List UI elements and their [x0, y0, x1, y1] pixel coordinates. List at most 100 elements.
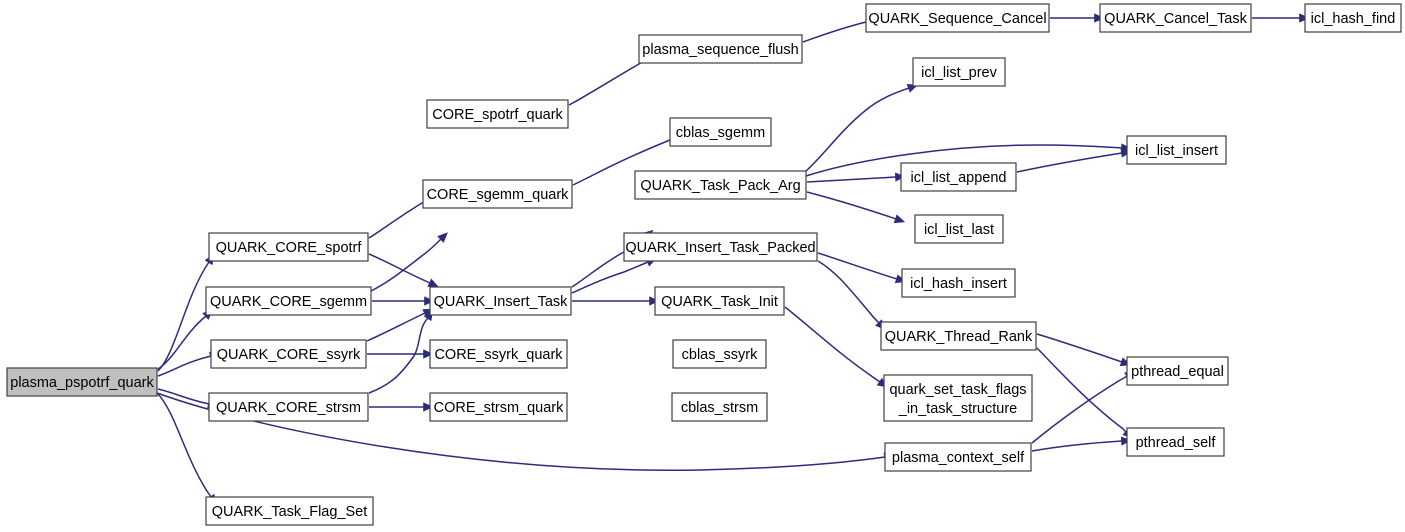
node-box[interactable]	[900, 162, 1017, 192]
node-box[interactable]	[208, 232, 369, 262]
graph-node[interactable]: icl_list_last	[914, 214, 1004, 244]
node-label: icl_list_last	[924, 222, 994, 238]
graph-node[interactable]: QUARK_Insert_Task	[429, 286, 572, 316]
graph-node[interactable]: CORE_spotrf_quark	[426, 99, 569, 129]
node-box[interactable]	[623, 232, 818, 262]
graph-node[interactable]: pthread_self	[1126, 427, 1225, 457]
graph-node[interactable]: QUARK_CORE_sgemm	[205, 286, 372, 316]
node-label: icl_list_append	[911, 170, 1007, 186]
call-edge	[369, 402, 434, 412]
graph-node[interactable]: QUARK_CORE_spotrf	[208, 232, 369, 262]
call-edge	[806, 191, 906, 224]
node-label: pthread_equal	[1131, 364, 1224, 380]
graph-node[interactable]: QUARK_Sequence_Cancel	[865, 3, 1050, 33]
node-box[interactable]	[1304, 3, 1402, 33]
node-box[interactable]	[865, 3, 1050, 33]
node-label: CORE_ssyrk_quark	[434, 347, 563, 363]
graph-node[interactable]: QUARK_CORE_ssyrk	[210, 339, 367, 369]
call-edge	[1016, 148, 1132, 173]
node-label: QUARK_Insert_Task_Packed	[625, 240, 815, 256]
call-edge	[806, 172, 906, 183]
node-label: quark_set_task_flags_in_task_structure	[889, 382, 1026, 417]
node-box[interactable]	[1126, 427, 1225, 457]
graph-node[interactable]: icl_list_prev	[912, 57, 1006, 87]
node-box[interactable]	[884, 442, 1032, 472]
graph-node[interactable]: quark_set_task_flags_in_task_structure	[883, 374, 1033, 422]
node-box[interactable]	[901, 268, 1016, 298]
node-box[interactable]	[672, 339, 767, 369]
node-box[interactable]	[429, 286, 572, 316]
call-edge	[1036, 333, 1132, 367]
graph-node[interactable]: plasma_pspotrf_quark	[6, 367, 158, 397]
node-label: icl_list_insert	[1135, 143, 1218, 159]
node-box[interactable]	[880, 321, 1037, 351]
node-box[interactable]	[6, 367, 158, 397]
graph-node[interactable]: icl_hash_insert	[901, 268, 1016, 298]
node-label: QUARK_Sequence_Cancel	[868, 11, 1046, 27]
graph-node[interactable]: plasma_context_self	[884, 442, 1032, 472]
graph-node[interactable]: QUARK_Insert_Task_Packed	[623, 232, 818, 262]
node-box[interactable]	[210, 339, 367, 369]
graph-node[interactable]: QUARK_CORE_strsm	[208, 392, 369, 422]
node-box[interactable]	[654, 286, 785, 316]
node-box[interactable]	[205, 286, 372, 316]
node-box[interactable]	[1126, 356, 1229, 386]
node-label: icl_hash_find	[1311, 11, 1396, 27]
node-box[interactable]	[912, 57, 1006, 87]
node-box[interactable]	[638, 34, 803, 64]
node-label: icl_hash_insert	[910, 276, 1007, 292]
node-box[interactable]	[634, 170, 807, 200]
node-label: plasma_context_self	[892, 450, 1025, 466]
graph-node[interactable]: CORE_ssyrk_quark	[429, 339, 568, 369]
graph-node[interactable]: QUARK_Task_Init	[654, 286, 785, 316]
node-label: cblas_ssyrk	[682, 347, 758, 363]
graph-node[interactable]: pthread_equal	[1126, 356, 1229, 386]
graph-node[interactable]: CORE_strsm_quark	[429, 392, 568, 422]
node-box[interactable]	[914, 214, 1004, 244]
node-box[interactable]	[429, 339, 568, 369]
node-label: QUARK_Thread_Rank	[885, 329, 1033, 345]
call-edge	[571, 258, 657, 294]
arrowhead-icon	[437, 232, 448, 243]
node-box[interactable]	[883, 374, 1033, 422]
graph-node[interactable]: QUARK_Task_Flag_Set	[205, 496, 374, 526]
graph-node[interactable]: QUARK_Thread_Rank	[880, 321, 1037, 351]
node-label: cblas_strsm	[681, 400, 758, 416]
graph-node[interactable]: cblas_sgemm	[669, 117, 772, 147]
graph-node[interactable]: QUARK_Task_Pack_Arg	[634, 170, 807, 200]
node-box[interactable]	[422, 179, 573, 209]
graph-node[interactable]: icl_list_append	[900, 162, 1017, 192]
node-box[interactable]	[671, 392, 768, 422]
arrowhead-icon	[423, 349, 434, 359]
node-label: QUARK_CORE_ssyrk	[217, 347, 361, 363]
graph-node[interactable]: cblas_strsm	[671, 392, 768, 422]
node-label: QUARK_CORE_strsm	[216, 400, 361, 416]
node-label: QUARK_Insert_Task	[434, 294, 569, 310]
node-box[interactable]	[205, 496, 374, 526]
node-box[interactable]	[1126, 135, 1227, 165]
node-label: CORE_strsm_quark	[434, 400, 564, 416]
arrowhead-icon	[423, 402, 434, 412]
call-edge	[368, 253, 439, 287]
node-label: CORE_sgemm_quark	[427, 187, 570, 203]
graph-node[interactable]: cblas_ssyrk	[672, 339, 767, 369]
graph-node[interactable]: QUARK_Cancel_Task	[1099, 3, 1252, 33]
node-label: QUARK_CORE_spotrf	[216, 240, 363, 256]
node-box[interactable]	[426, 99, 569, 129]
node-box[interactable]	[669, 117, 772, 147]
call-edge	[817, 252, 907, 284]
call-edge	[1252, 13, 1310, 23]
node-label: QUARK_Cancel_Task	[1104, 11, 1247, 27]
node-box[interactable]	[429, 392, 568, 422]
call-edge	[805, 83, 919, 172]
graph-node[interactable]: icl_hash_find	[1304, 3, 1402, 33]
graph-node[interactable]: icl_list_insert	[1126, 135, 1227, 165]
call-edge	[1031, 436, 1132, 452]
node-label: QUARK_Task_Init	[661, 294, 778, 310]
node-box[interactable]	[208, 392, 369, 422]
node-box[interactable]	[1099, 3, 1252, 33]
call-edge	[157, 393, 217, 506]
graph-node[interactable]: plasma_sequence_flush	[638, 34, 803, 64]
graph-node[interactable]: CORE_sgemm_quark	[422, 179, 573, 209]
